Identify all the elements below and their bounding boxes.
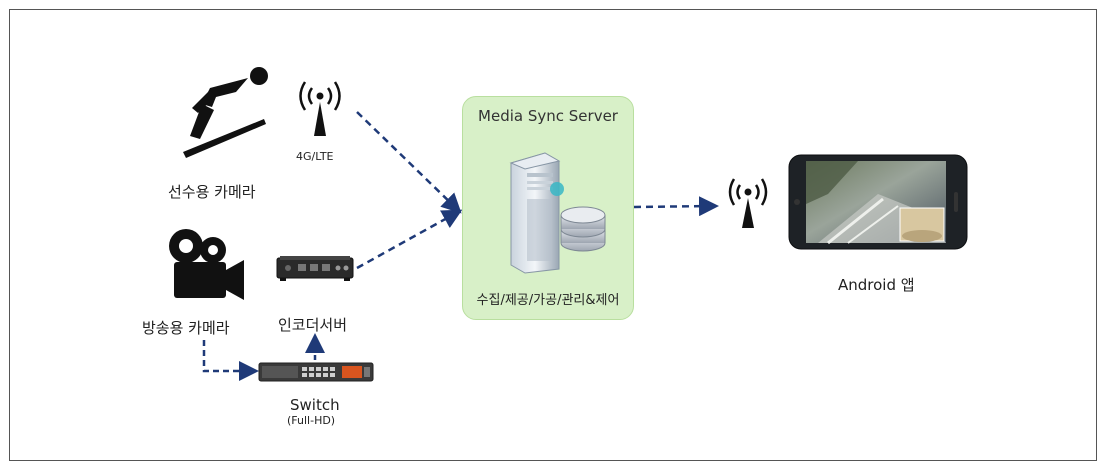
broadcast-camera-label: 방송용 카메라 — [142, 319, 230, 337]
arrow-lte-to-server — [356, 111, 462, 214]
arrow-camera-to-switch — [202, 340, 259, 381]
media-sync-server-panel: Media Sync Server 수집/제공/가공/관리&제어 — [462, 96, 634, 320]
ski-jumper-icon — [183, 67, 268, 158]
athlete-camera-label: 선수용 카메라 — [168, 183, 256, 201]
switch-device-icon — [258, 362, 374, 382]
switch-label: Switch — [290, 396, 340, 414]
server-caption: 수집/제공/가공/관리&제어 — [476, 293, 620, 308]
switch-sublabel: (Full-HD) — [287, 414, 336, 427]
arrow-encoder-to-server — [356, 209, 463, 270]
database-icon — [560, 206, 606, 252]
lte-label: 4G/LTE — [296, 150, 334, 163]
antenna-icon — [728, 178, 768, 228]
server-title: Media Sync Server — [478, 107, 618, 125]
android-app-label: Android 앱 — [838, 276, 915, 294]
film-camera-icon — [169, 229, 244, 300]
arrow-server-to-app — [633, 196, 719, 217]
server-tower-icon — [509, 152, 606, 274]
smartphone-icon — [788, 154, 968, 250]
encoder-device-icon — [276, 256, 354, 281]
encoder-server-label: 인코더서버 — [278, 316, 348, 334]
antenna-icon — [299, 81, 341, 136]
